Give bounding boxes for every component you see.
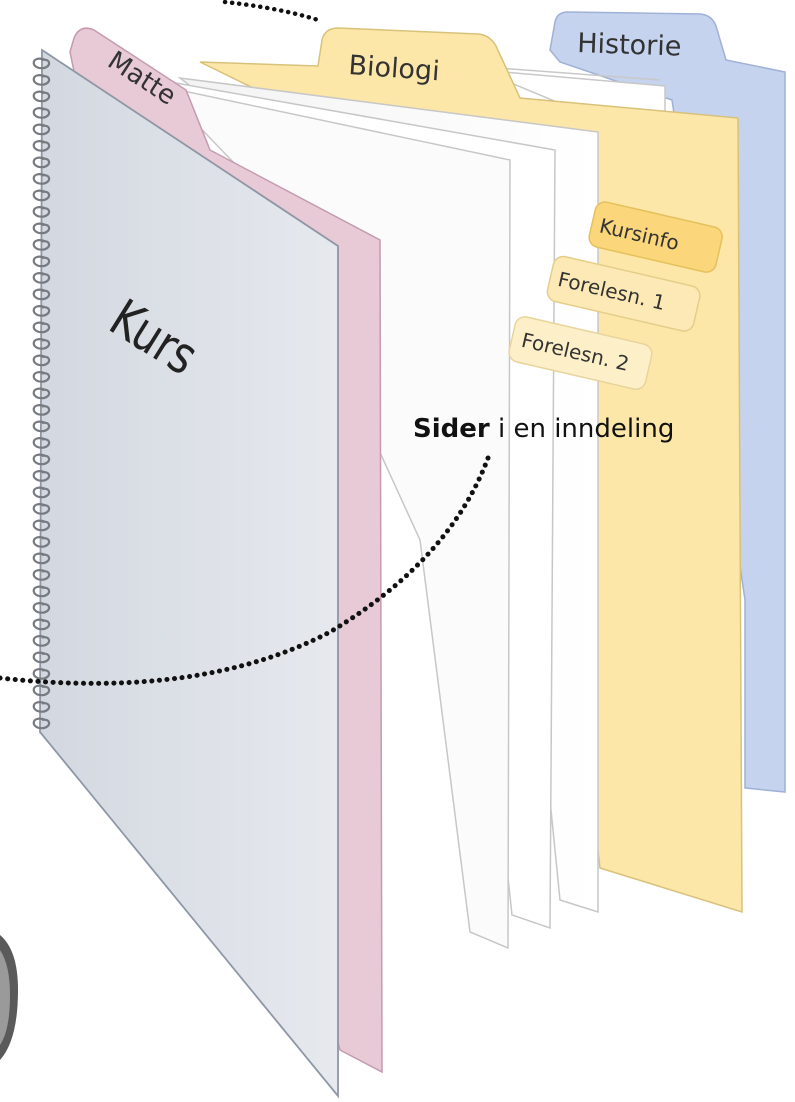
spiral-coil: [32, 338, 51, 350]
spiral-coil: [32, 536, 51, 548]
spiral-coil: [32, 503, 51, 515]
spiral-coil: [32, 206, 51, 218]
tab-historie-label: Historie: [577, 28, 682, 63]
spiral-coil: [32, 420, 51, 433]
spiral-coil: [32, 140, 51, 152]
spiral-coil: [32, 569, 51, 581]
spiral-coil: [32, 684, 51, 697]
spiral-binding: [32, 57, 51, 730]
spiral-coil: [32, 453, 51, 466]
spiral-coil: [32, 651, 51, 664]
spiral-coil: [32, 585, 51, 598]
spiral-coil: [32, 239, 51, 251]
spiral-coil: [32, 354, 51, 367]
spiral-coil: [32, 437, 51, 449]
top-dotted-connector: [222, 0, 321, 23]
page-tab-kursinfo[interactable]: Kursinfo: [587, 200, 724, 274]
spiral-coil: [32, 305, 51, 317]
spiral-coil: [32, 123, 51, 136]
spiral-coil: [32, 321, 51, 334]
spiral-coil: [32, 222, 51, 235]
spiral-coil: [32, 255, 51, 268]
spiral-coil: [32, 371, 51, 383]
spiral-coil: [32, 470, 51, 482]
spiral-coil: [32, 74, 51, 86]
spiral-coil: [32, 189, 51, 202]
dotted-connector: [0, 455, 491, 686]
spiral-coil: [32, 272, 51, 284]
pages-in-section-caption: Sider i en inndeling: [413, 414, 675, 444]
spiral-coil: [32, 519, 51, 532]
spiral-coil: [32, 90, 51, 103]
spiral-coil: [32, 57, 51, 70]
notebook-cover[interactable]: Kurs: [39, 48, 339, 1099]
spiral-coil: [32, 552, 51, 565]
spiral-coil: [32, 288, 51, 301]
spiral-coil: [32, 618, 51, 631]
spiral-coil: [32, 107, 51, 119]
spiral-coil: [32, 173, 51, 185]
cropped-object: [0, 935, 18, 1060]
spiral-coil: [32, 602, 51, 614]
spiral-coil: [32, 404, 51, 416]
spiral-coil: [32, 717, 51, 730]
spiral-coil: [32, 701, 51, 713]
spiral-coil: [32, 486, 51, 499]
spiral-coil: [32, 635, 51, 647]
spiral-coil: [32, 668, 51, 680]
spiral-coil: [32, 387, 51, 400]
tab-biologi-label: Biologi: [348, 50, 441, 87]
spiral-coil: [32, 156, 51, 169]
